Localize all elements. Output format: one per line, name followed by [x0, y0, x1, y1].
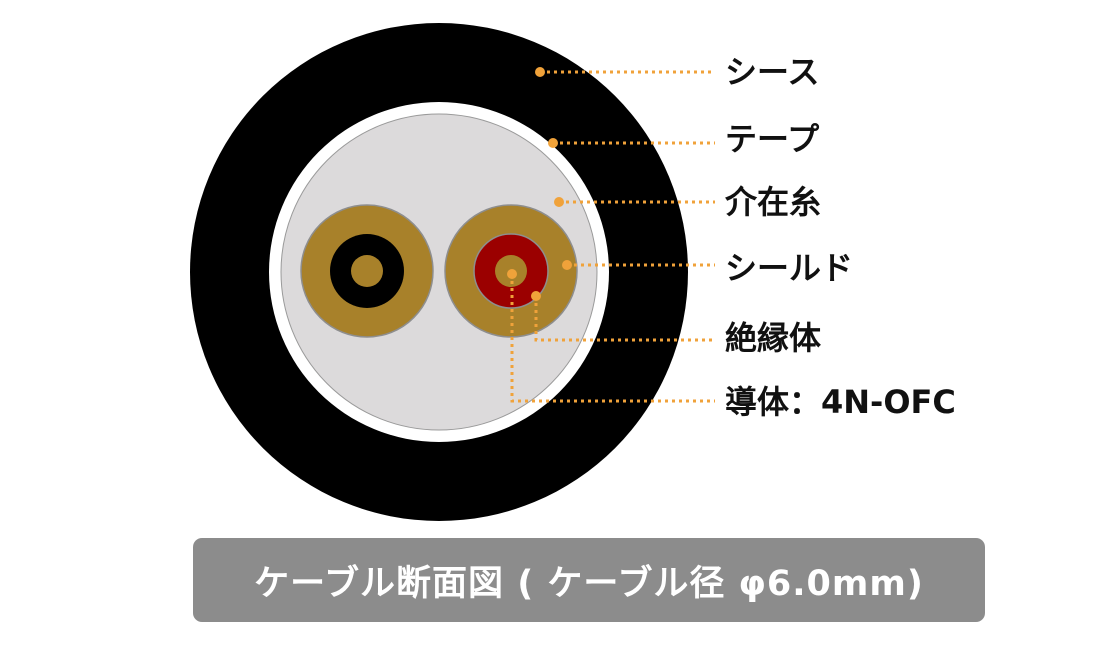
shield-leader-dot	[562, 260, 572, 270]
filler-leader-dot	[554, 197, 564, 207]
sheath-label: シース	[725, 53, 819, 91]
insulator-label: 絶縁体	[725, 319, 821, 357]
sheath-leader-dot	[535, 67, 545, 77]
filler-label: 介在糸	[724, 183, 821, 221]
tape-leader-dot	[548, 138, 558, 148]
caption-banner: ケーブル断面図 ( ケーブル径 φ6.0mm)	[193, 538, 985, 622]
filler-area	[280, 113, 598, 431]
left-conductor	[351, 255, 383, 287]
insulator-leader-dot	[531, 291, 541, 301]
insulator-leader-line	[534, 296, 715, 342]
conductor-leader-line	[510, 274, 715, 403]
shield-label: シールド	[725, 249, 853, 287]
conductor-leader-dot	[507, 269, 517, 279]
caption-text: ケーブル断面図 ( ケーブル径 φ6.0mm)	[254, 563, 924, 604]
conductor-label: 導体：4N-OFC	[725, 383, 956, 421]
tape-label: テープ	[725, 120, 820, 158]
left-core	[300, 204, 434, 338]
